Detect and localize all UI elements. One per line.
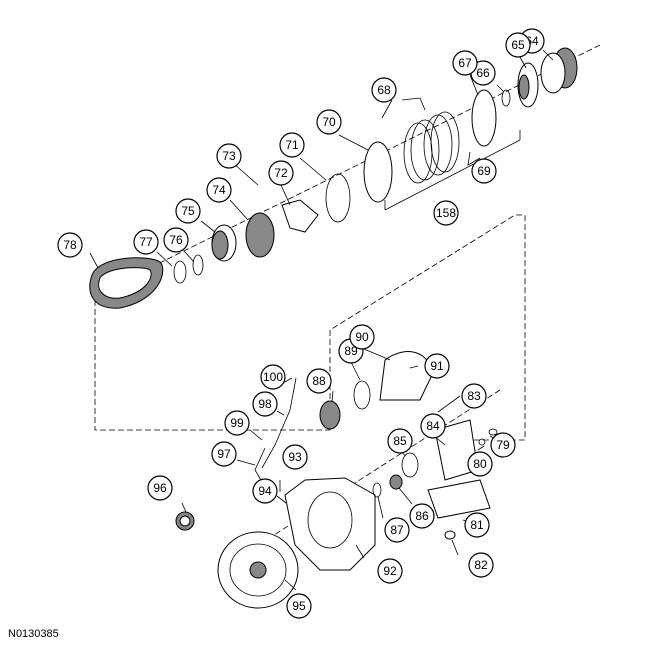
- figure-code: N0130385: [8, 628, 59, 640]
- callout-73: 73: [216, 143, 242, 169]
- callout-92-label: 92: [383, 564, 397, 578]
- callout-68: 68: [371, 77, 397, 103]
- callout-95: 95: [286, 593, 312, 619]
- callout-78-label: 78: [63, 238, 77, 252]
- callout-88: 88: [306, 368, 332, 394]
- callout-73-label: 73: [222, 149, 236, 163]
- callout-71: 71: [279, 132, 305, 158]
- callout-93-label: 93: [288, 450, 302, 464]
- callout-81-label: 81: [470, 518, 484, 532]
- callout-66-label: 66: [476, 66, 490, 80]
- callout-83-label: 83: [467, 389, 481, 403]
- callout-69-label: 69: [477, 164, 491, 178]
- callout-75-label: 75: [181, 204, 195, 218]
- callout-100-label: 100: [263, 370, 283, 384]
- callout-93: 93: [282, 444, 308, 470]
- callout-99: 99: [224, 410, 250, 436]
- callout-91: 91: [424, 353, 450, 379]
- callout-75: 75: [175, 198, 201, 224]
- upper-clutch-assembly: [89, 47, 578, 309]
- callout-94-label: 94: [258, 484, 272, 498]
- callout-77: 77: [133, 229, 159, 255]
- callout-87-label: 87: [390, 523, 404, 537]
- callout-85-label: 85: [393, 434, 407, 448]
- callout-71-label: 71: [285, 138, 299, 152]
- callout-90: 90: [349, 324, 375, 350]
- callout-86-label: 86: [415, 509, 429, 523]
- callout-74: 74: [206, 177, 232, 203]
- group-brackets: [381, 97, 521, 211]
- callout-80-label: 80: [473, 457, 487, 471]
- callout-77-label: 77: [139, 235, 153, 249]
- callout-67: 67: [452, 50, 478, 76]
- callout-78: 78: [57, 232, 83, 258]
- callout-158-label: 158: [436, 206, 456, 220]
- callout-88-label: 88: [312, 374, 326, 388]
- callout-74-label: 74: [212, 183, 226, 197]
- callout-98: 98: [252, 391, 278, 417]
- callout-158: 158: [433, 200, 459, 226]
- callout-84-label: 84: [426, 419, 440, 433]
- callout-82: 82: [468, 552, 494, 578]
- callout-68-label: 68: [377, 83, 391, 97]
- callout-87: 87: [384, 517, 410, 543]
- callout-65-label: 65: [511, 38, 525, 52]
- callout-66: 66: [470, 60, 496, 86]
- callout-79: 79: [490, 432, 516, 458]
- callout-84: 84: [420, 413, 446, 439]
- callout-95-label: 95: [292, 599, 306, 613]
- callout-70-label: 70: [322, 115, 336, 129]
- callout-82-label: 82: [474, 558, 488, 572]
- callout-65: 65: [505, 32, 531, 58]
- callout-72: 72: [268, 160, 294, 186]
- callout-86: 86: [409, 503, 435, 529]
- assembly-axis: [94, 44, 601, 561]
- callout-98-label: 98: [258, 397, 272, 411]
- callout-91-label: 91: [430, 359, 444, 373]
- callout-70: 70: [316, 109, 342, 135]
- callout-69: 69: [471, 158, 497, 184]
- callout-96-label: 96: [153, 481, 167, 495]
- callout-92: 92: [377, 558, 403, 584]
- callout-79-label: 79: [496, 438, 510, 452]
- callout-76: 76: [163, 227, 189, 253]
- callout-81: 81: [464, 512, 490, 538]
- callout-89-label: 89: [344, 344, 358, 358]
- callout-99-label: 99: [230, 416, 244, 430]
- callout-97: 97: [211, 441, 237, 467]
- callout-94: 94: [252, 478, 278, 504]
- callout-85: 85: [387, 428, 413, 454]
- callout-100: 100: [260, 364, 286, 390]
- callout-67-label: 67: [458, 56, 472, 70]
- callout-97-label: 97: [217, 447, 231, 461]
- callout-83: 83: [461, 383, 487, 409]
- lower-case-assembly: [175, 351, 498, 609]
- callout-76-label: 76: [169, 233, 183, 247]
- callout-80: 80: [467, 451, 493, 477]
- callout-72-label: 72: [274, 166, 288, 180]
- callout-96: 96: [147, 475, 173, 501]
- callout-90-label: 90: [355, 330, 369, 344]
